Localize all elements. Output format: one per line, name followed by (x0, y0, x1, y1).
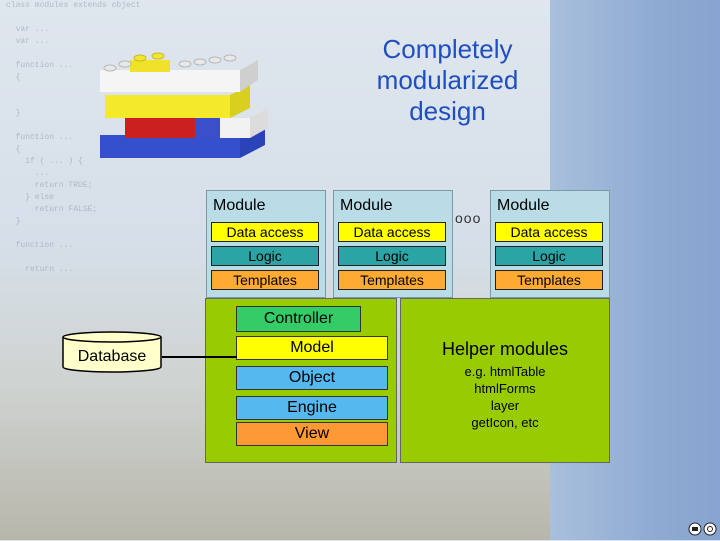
code-line: return FALSE; (6, 205, 98, 214)
helper-item: e.g. htmlTable (464, 364, 546, 379)
code-line: } else (6, 193, 55, 202)
code-line: { (6, 73, 21, 82)
module-box: Module Data access Logic Templates (206, 190, 326, 298)
logic-cell: Logic (338, 246, 446, 266)
engine-box: Engine (236, 396, 388, 420)
module-box: Module Data access Logic Templates (333, 190, 453, 298)
code-line: function ... (6, 133, 74, 142)
view-box: View (236, 422, 388, 446)
helper-list: e.g. htmlTable htmlForms layer getIcon, … (401, 363, 609, 431)
connector-line (162, 356, 237, 358)
module-box: Module Data access Logic Templates (490, 190, 610, 298)
lego-bricks-icon (90, 40, 270, 170)
slide-title: Completely modularized design (360, 34, 535, 127)
code-background: class modules extends object var ... var… (6, 0, 266, 300)
object-box: Object (236, 366, 388, 390)
helper-item: htmlForms (474, 381, 536, 396)
logic-cell: Logic (211, 246, 319, 266)
templates-cell: Templates (211, 270, 319, 290)
module-title: Module (213, 197, 266, 214)
code-line: } (6, 217, 21, 226)
code-line: function ... (6, 61, 74, 70)
code-line: { (6, 145, 21, 154)
code-line: if ( ... ) { (6, 157, 83, 166)
code-line: ... (6, 169, 50, 178)
templates-cell: Templates (495, 270, 603, 290)
code-line (6, 12, 266, 24)
helper-title: Helper modules (441, 339, 569, 359)
code-line: var ... (6, 25, 50, 34)
cc-license-icon (688, 522, 718, 536)
database-cylinder-icon: Database (62, 331, 162, 373)
helper-item: layer (490, 398, 520, 413)
module-title: Module (497, 197, 550, 214)
data-access-cell: Data access (338, 222, 446, 242)
code-line: return TRUE; (6, 181, 93, 190)
data-access-cell: Data access (495, 222, 603, 242)
logic-cell: Logic (495, 246, 603, 266)
database-label: Database (77, 348, 147, 365)
code-line: return ... (6, 265, 74, 274)
code-line: function ... (6, 241, 74, 250)
code-line: var ... (6, 37, 50, 46)
code-line: class modules extends object (6, 1, 141, 10)
controller-box: Controller (236, 306, 361, 332)
helper-box: Helper modules e.g. htmlTable htmlForms … (400, 298, 610, 463)
data-access-cell: Data access (211, 222, 319, 242)
title-line: modularized (376, 65, 519, 95)
title-line: Completely (382, 34, 513, 64)
model-box: Model (236, 336, 388, 360)
helper-item: getIcon, etc (471, 415, 539, 430)
code-line: } (6, 109, 21, 118)
module-title: Module (340, 197, 393, 214)
ellipsis: ooo (455, 210, 482, 226)
templates-cell: Templates (338, 270, 446, 290)
title-line: design (409, 96, 486, 126)
